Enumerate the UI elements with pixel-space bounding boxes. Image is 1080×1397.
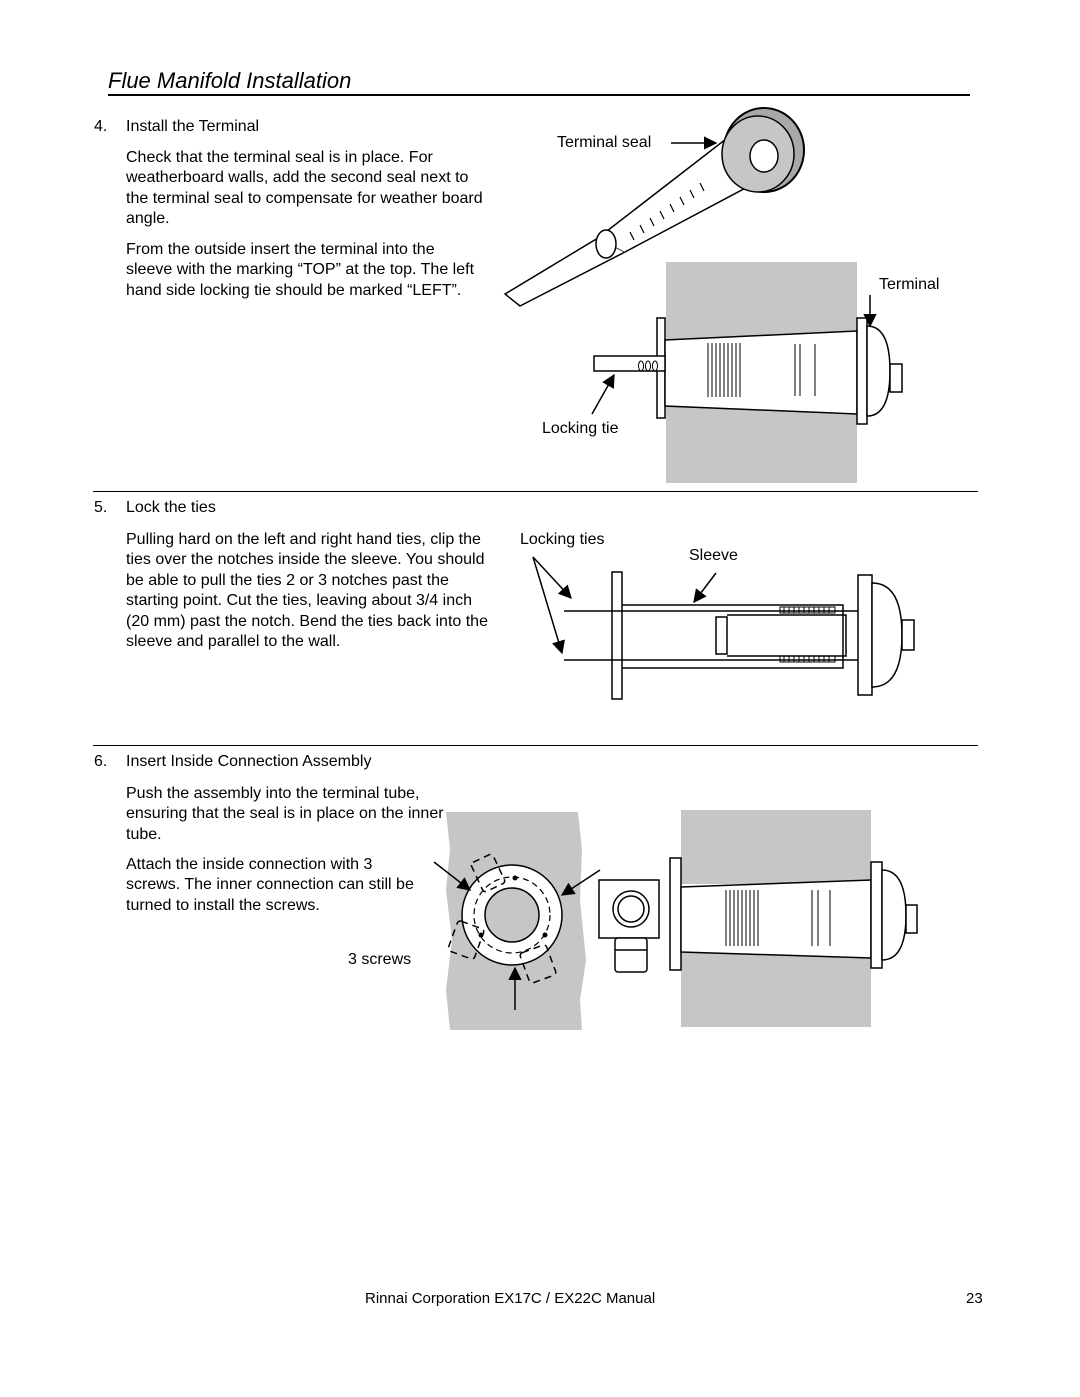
arrow-screw-left — [433, 861, 472, 891]
label-locking-tie: Locking tie — [542, 420, 619, 437]
section-rule-1 — [93, 491, 978, 492]
arrow-screw-right — [560, 869, 601, 896]
label-3-screws: 3 screws — [348, 951, 412, 968]
terminal-body — [593, 317, 903, 425]
step5-heading-text: Lock the ties — [126, 499, 216, 516]
step4-heading: 4. Install the Terminal — [94, 118, 259, 136]
arrow-locking-tie — [591, 373, 615, 415]
arrow-locking-tie-lower — [532, 556, 565, 655]
wall-upper — [666, 262, 857, 339]
label-terminal: Terminal — [879, 276, 940, 293]
page-number: 23 — [966, 1290, 983, 1307]
step6-heading: 6. Insert Inside Connection Assembly — [94, 753, 371, 771]
step4-number: 4. — [94, 118, 108, 135]
flange-end-view — [447, 853, 563, 984]
lock-ties-diagram — [532, 556, 915, 700]
title-rule — [108, 94, 970, 96]
step5-heading: 5. Lock the ties — [94, 499, 216, 517]
terminal-seal-illustration — [503, 107, 805, 307]
footer-text: Rinnai Corporation EX17C / EX22C Manual — [365, 1290, 656, 1307]
inside-connection-diagram — [433, 810, 918, 1030]
side-view-ribs — [725, 890, 831, 946]
wall-upper-side — [681, 810, 871, 884]
install-terminal-diagram — [503, 107, 903, 483]
step4-heading-text: Install the Terminal — [126, 118, 260, 135]
wall-lower — [666, 405, 857, 483]
wall-lower-side — [681, 951, 871, 1027]
step6-para1: Push the assembly into the terminal tube… — [126, 785, 444, 843]
label-locking-ties: Locking ties — [520, 531, 605, 548]
step6-heading-text: Insert Inside Connection Assembly — [126, 753, 372, 770]
step6-para2: Attach the inside connection with 3 scre… — [126, 856, 414, 914]
step5-number: 5. — [94, 499, 108, 516]
arrow-sleeve — [693, 572, 717, 604]
sleeve-cross-section — [564, 571, 915, 700]
section-rule-2 — [93, 745, 978, 746]
label-terminal-seal: Terminal seal — [557, 134, 652, 151]
step4-para2: From the outside insert the terminal int… — [126, 241, 475, 299]
inside-connection-assembly — [598, 857, 918, 973]
label-sleeve: Sleeve — [689, 547, 738, 564]
step4-para1: Check that the terminal seal is in place… — [126, 149, 483, 228]
page-title: Flue Manifold Installation — [108, 68, 352, 93]
step6-number: 6. — [94, 753, 108, 770]
step5-para1: Pulling hard on the left and right hand … — [126, 531, 488, 651]
tie-notches — [779, 606, 836, 663]
arrow-locking-tie-upper — [532, 556, 572, 599]
